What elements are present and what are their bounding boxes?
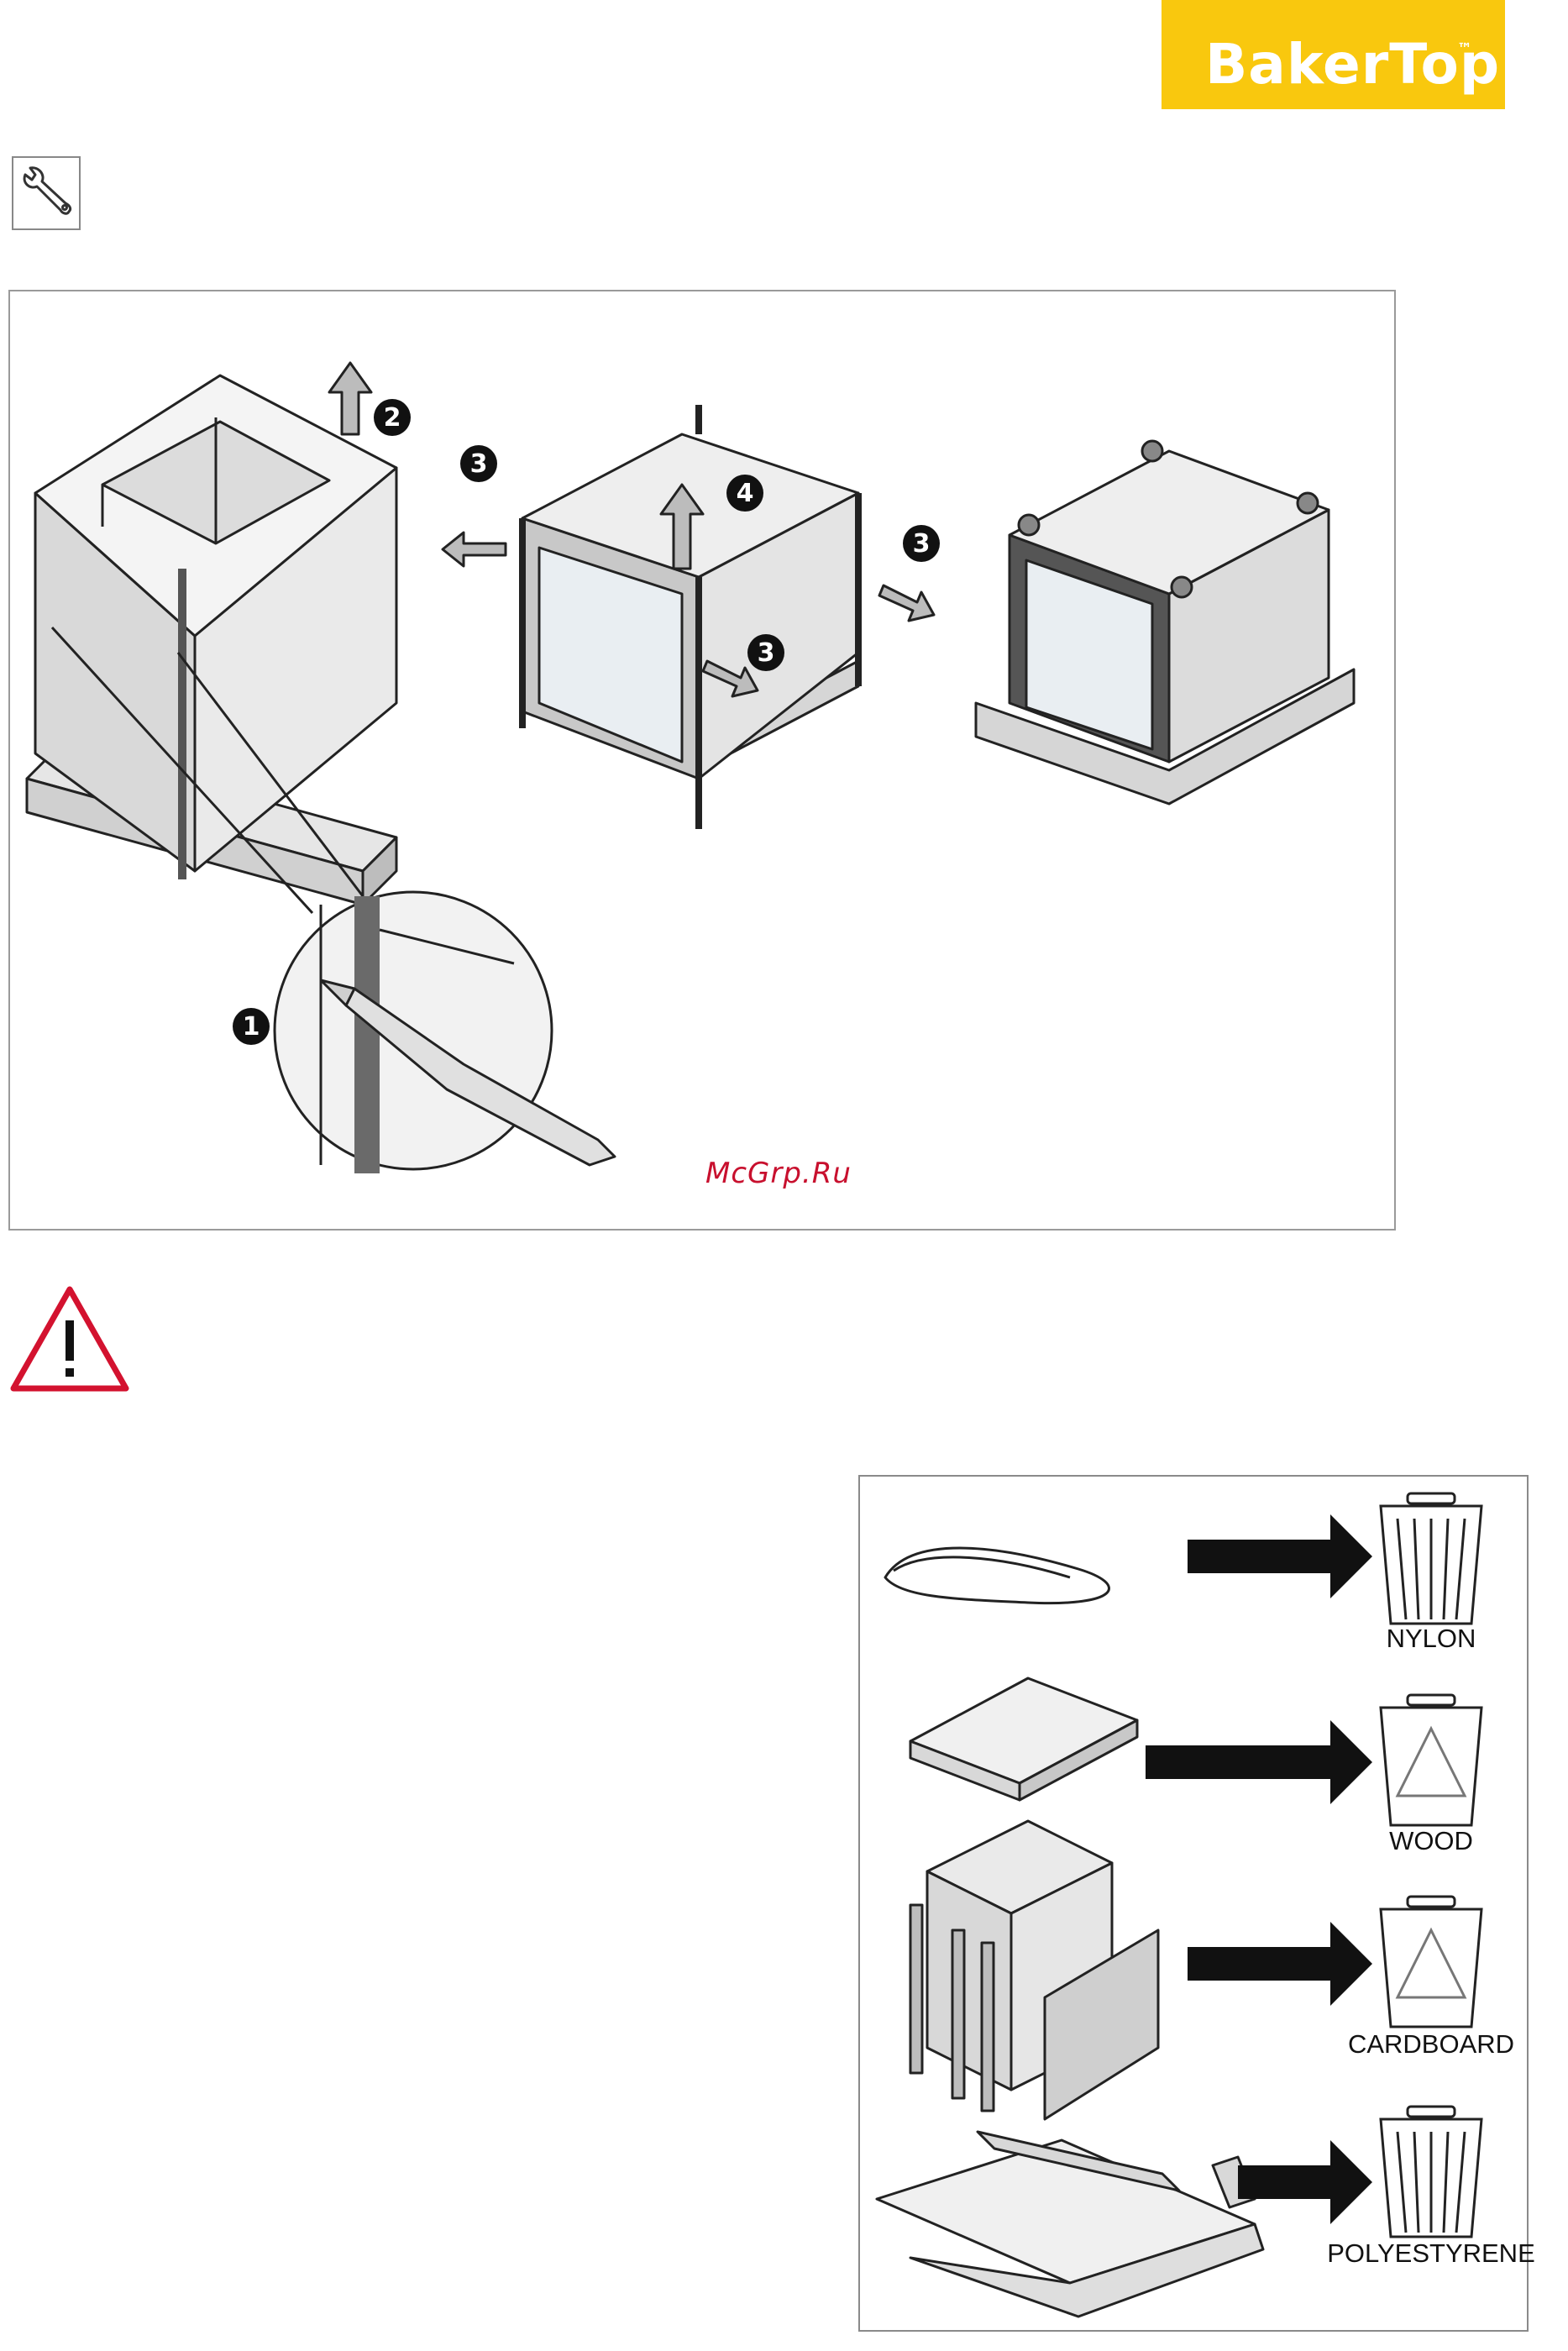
step-badge: 1: [243, 1012, 260, 1042]
brand-trademark: ™: [1457, 40, 1472, 58]
step-badge: 3: [470, 449, 488, 479]
warning-triangle-icon: [7, 1283, 133, 1396]
trash-bin-icon: [1381, 2107, 1481, 2237]
material-label-wood: WOOD: [1389, 1826, 1473, 1856]
unpacking-illustration: 2 3 4 3 3 1 McGrp.Ru: [8, 290, 1396, 1231]
recycle-bin-icon: [1381, 1897, 1481, 2027]
watermark: McGrp.Ru: [705, 1157, 852, 1190]
step-badge: 2: [384, 403, 401, 433]
material-label-polystyrene: POLYESTYRENE: [1327, 2238, 1535, 2269]
brand-name: BakerTop: [1205, 32, 1500, 97]
wrench-icon: [12, 156, 81, 230]
trash-bin-icon: [1381, 1493, 1481, 1624]
disposal-chart: NYLON WOOD CARDBOARD POLYESTYRENE: [858, 1475, 1529, 2332]
brand-tag: BakerTop ™: [1162, 0, 1505, 109]
step-badge: 3: [758, 638, 775, 668]
recycle-bin-icon: [1381, 1695, 1481, 1825]
step-badge: 4: [737, 479, 754, 508]
material-label-cardboard: CARDBOARD: [1348, 2029, 1514, 2060]
material-label-nylon: NYLON: [1387, 1624, 1476, 1654]
step-badge: 3: [913, 529, 931, 559]
